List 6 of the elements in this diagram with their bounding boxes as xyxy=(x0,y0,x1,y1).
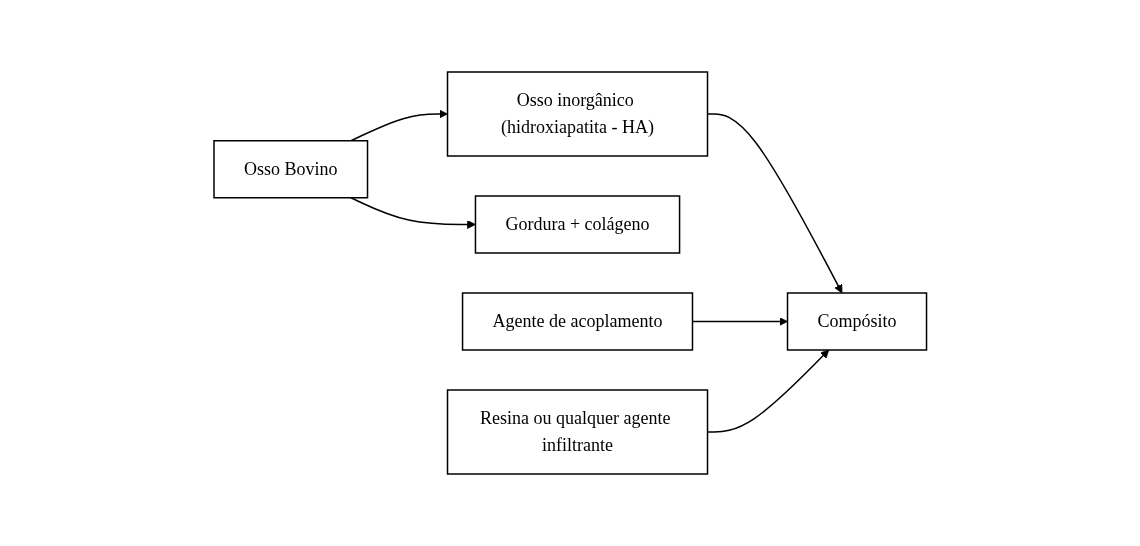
node-box: Agente de acoplamento xyxy=(461,292,693,351)
node-box: Resina ou qualquer agente infiltrante xyxy=(446,389,708,475)
node-box: Compósito xyxy=(786,292,927,351)
node-box: Gordura + colágeno xyxy=(474,195,681,254)
node-box: Osso Bovino xyxy=(213,140,368,199)
node-box: Osso inorgânico (hidroxiapatita - HA) xyxy=(446,71,708,157)
